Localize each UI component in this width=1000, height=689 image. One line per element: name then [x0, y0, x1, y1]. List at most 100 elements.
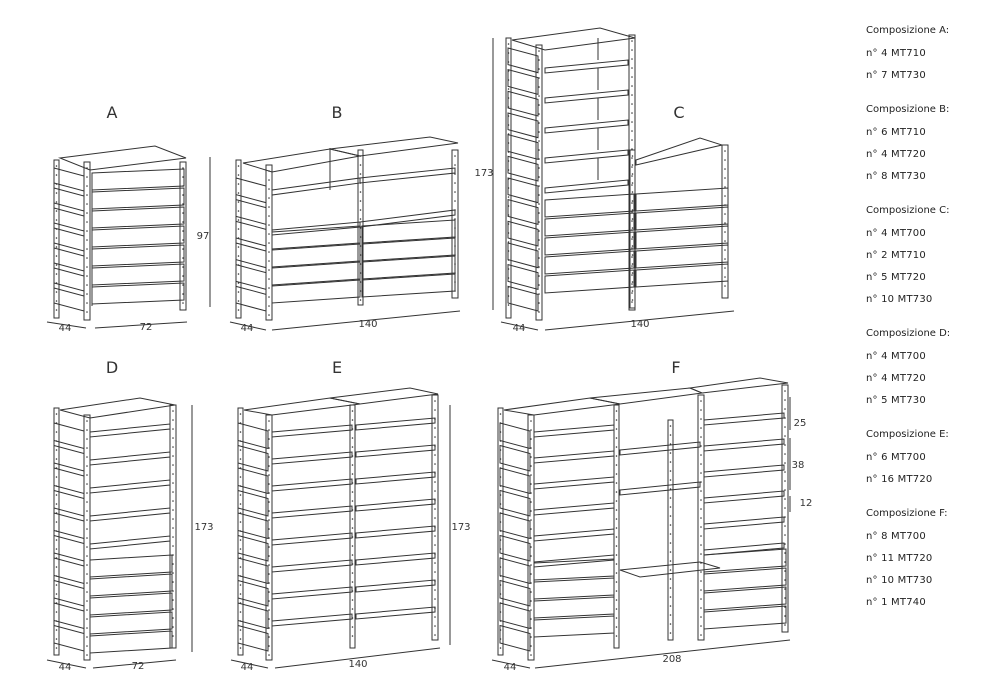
shelf [355, 417, 436, 431]
post-hole [669, 578, 672, 580]
letter-a: A [107, 103, 118, 122]
post-hole [55, 467, 58, 469]
post-hole [351, 572, 354, 574]
post-hole [499, 413, 502, 415]
post-hole [182, 248, 184, 250]
drawer-front [635, 225, 729, 250]
post-hole [359, 299, 362, 301]
composition-item: n° 6 MT700 [866, 452, 926, 463]
post-hole [239, 620, 242, 622]
post-hole [55, 458, 58, 460]
post-hole [499, 494, 502, 496]
post-hole [669, 443, 672, 445]
post-hole [499, 485, 502, 487]
post-hole [434, 490, 436, 492]
side-slat [499, 467, 531, 495]
post-hole [538, 194, 540, 196]
post-hole [700, 445, 702, 447]
post-hole [631, 182, 634, 184]
post-hole [631, 173, 634, 175]
post-hole [507, 43, 510, 45]
dim-a-height: 97 [197, 231, 210, 242]
post-hole [724, 150, 726, 152]
drawer-front [533, 577, 615, 600]
post-hole [499, 638, 502, 640]
post-hole [631, 155, 634, 157]
post-hole [268, 510, 270, 512]
post-hole [454, 200, 456, 202]
post-hole [237, 201, 240, 203]
post-hole [538, 203, 540, 205]
post-hole [530, 555, 532, 557]
drawer-front [91, 244, 185, 267]
side-slat [507, 242, 539, 269]
post-hole [55, 237, 58, 239]
post-hole [268, 188, 270, 190]
post [83, 414, 91, 661]
post-hole [724, 249, 726, 251]
dimension-line-c-depth [500, 321, 539, 331]
drawer-front [533, 596, 615, 619]
post-hole [182, 293, 184, 295]
shelf [544, 59, 629, 74]
post-hole [530, 591, 532, 593]
top-right [688, 377, 789, 394]
post-hole [268, 305, 270, 307]
post-hole [507, 115, 510, 117]
post-hole [86, 564, 88, 566]
post-hole [538, 158, 540, 160]
post-hole [434, 544, 436, 546]
dim-f-gap-mid: 38 [792, 460, 805, 471]
drawer-front [361, 255, 456, 280]
post-hole [724, 168, 726, 170]
post-hole [55, 566, 58, 568]
post-hole [538, 77, 540, 79]
post-hole [669, 614, 672, 616]
post-hole [538, 293, 540, 295]
composition-legend: Composizione A: n° 4 MT710 n° 7 MT730 Co… [866, 24, 996, 628]
post-hole [784, 570, 786, 572]
post-hole [631, 209, 634, 211]
post-hole [631, 40, 633, 42]
post [237, 407, 244, 656]
post-hole [507, 232, 510, 234]
post-hole [530, 456, 532, 458]
letter-d: D [106, 358, 118, 377]
post-hole [86, 465, 88, 467]
post-hole [784, 399, 786, 401]
post-hole [237, 192, 240, 194]
composition-item: n° 11 MT720 [866, 553, 933, 564]
post-hole [55, 647, 58, 649]
post-hole [434, 409, 436, 411]
post-hole [700, 490, 702, 492]
post-hole [724, 195, 726, 197]
dimension-line-d-width [92, 659, 177, 669]
post-hole [351, 527, 354, 529]
drawer-front [533, 615, 615, 638]
post-hole [55, 440, 58, 442]
drawer-front [635, 187, 729, 212]
post-hole [268, 492, 270, 494]
post-hole [615, 536, 618, 538]
post-hole [538, 212, 540, 214]
post-hole [172, 545, 174, 547]
post-hole [615, 518, 618, 520]
shelf [355, 525, 436, 539]
post-hole [507, 223, 510, 225]
post-hole [530, 519, 532, 521]
post-hole [86, 420, 88, 422]
post-hole [669, 533, 672, 535]
post-hole [55, 575, 58, 577]
side-slat [499, 489, 531, 517]
post-hole [237, 291, 240, 293]
drawer-front [271, 243, 361, 268]
post-hole [268, 456, 270, 458]
post-hole [700, 409, 702, 411]
post-hole [55, 611, 58, 613]
post-hole [631, 76, 633, 78]
post-hole [538, 176, 540, 178]
post-hole [615, 581, 618, 583]
post-hole [55, 300, 58, 302]
post-hole [669, 632, 672, 634]
post-hole [239, 422, 242, 424]
